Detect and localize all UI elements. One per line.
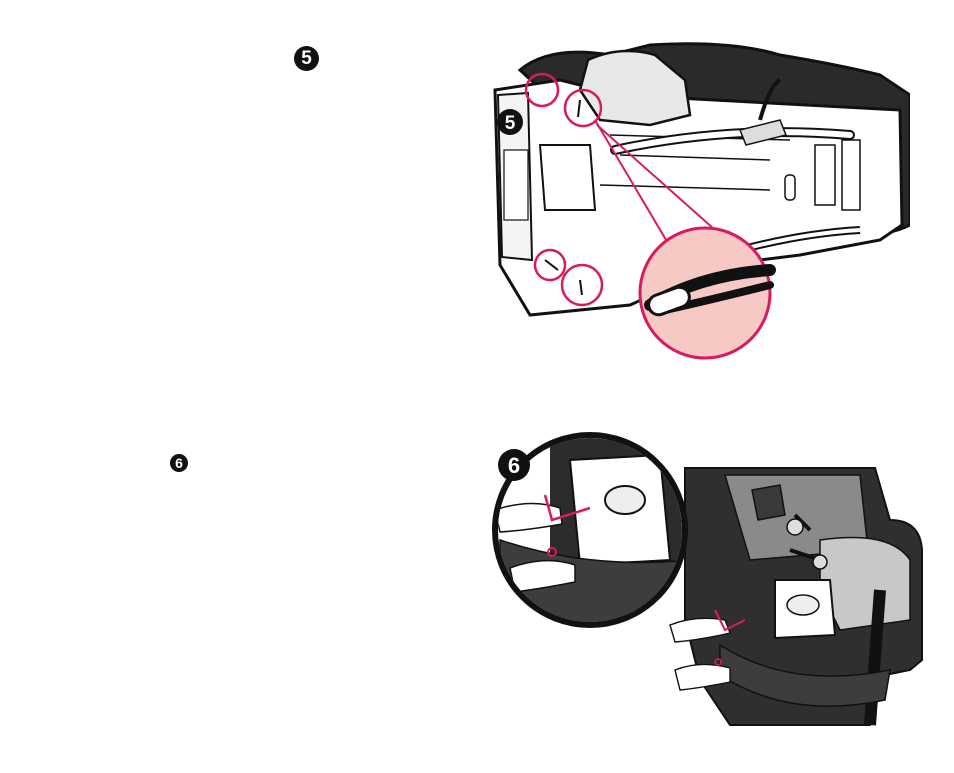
- warning-label: [504, 150, 528, 220]
- figure-5-number: 5: [505, 113, 516, 134]
- step-6-illustration: 6: [490, 420, 925, 730]
- chest-clip: [787, 519, 803, 535]
- step-6-number-badge: 6: [170, 454, 188, 472]
- armrest-logo: [787, 595, 819, 615]
- frame-window: [540, 145, 595, 210]
- step-6-car-seat-drawing: 6: [490, 420, 925, 730]
- step-6-number: 6: [175, 455, 183, 471]
- step-5-illustration: 5: [470, 25, 910, 360]
- step-5-car-seat-underside-drawing: 5: [470, 25, 910, 360]
- step-5-number-badge: 5: [294, 46, 319, 71]
- buckle-tongue: [813, 555, 827, 569]
- figure-6-number: 6: [508, 453, 520, 478]
- step-5-number: 5: [301, 48, 312, 70]
